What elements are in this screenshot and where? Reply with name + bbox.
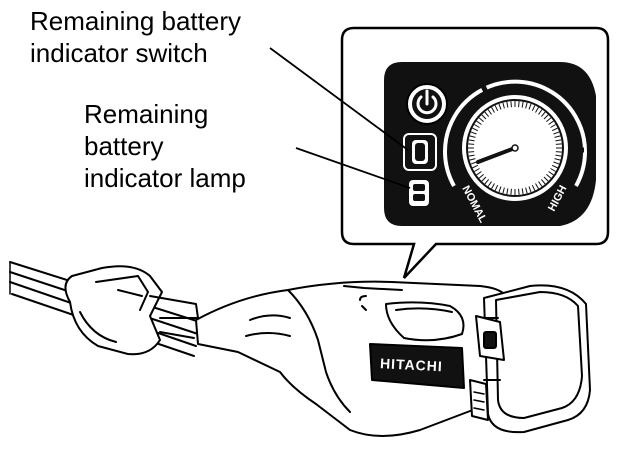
- lamp-callout: Remaining battery indicator lamp: [84, 99, 246, 193]
- dial-knurl-tick: [551, 164, 558, 169]
- dial-knurl-tick: [528, 103, 532, 110]
- dial-knurl-tick: [487, 181, 492, 187]
- switch-leader-line: [269, 47, 409, 151]
- dial-knurl-tick: [470, 161, 477, 165]
- dial-knurl-tick: [484, 111, 490, 117]
- dial-knurl-tick: [481, 114, 487, 120]
- dial-knurl-tick: [535, 183, 539, 189]
- front-handle: [64, 265, 199, 356]
- dial-knurl-tick: [498, 103, 502, 110]
- dial-knurl-tick: [553, 161, 560, 165]
- dial-knurl-tick: [548, 171, 554, 176]
- dial-knurl-tick: [518, 101, 520, 108]
- dial-knurl-tick: [531, 184, 536, 191]
- dial-knurling: [468, 101, 562, 195]
- dial-knurl-tick: [470, 131, 477, 135]
- dial-arc-tick-2: [562, 90, 572, 100]
- dial-arc-tick-1: [479, 82, 489, 94]
- dial-knurl-tick: [510, 188, 512, 195]
- dial-knurl-tick: [491, 107, 495, 113]
- dial-knurl-tick: [469, 135, 476, 138]
- dial-knurl-tick: [506, 101, 509, 108]
- dial-knurl-tick: [478, 117, 484, 123]
- dial-knurl-tick: [550, 168, 556, 172]
- dial-knurl-tick: [494, 184, 499, 191]
- lamp-label-line-3: indicator lamp: [84, 163, 246, 193]
- dial-knurl-tick: [554, 158, 561, 161]
- dial-knurl-tick: [555, 139, 562, 142]
- dial-knurl-tick: [521, 188, 524, 195]
- dial-knurl-tick: [518, 188, 520, 195]
- brand-plate: [369, 343, 465, 389]
- dial-knurl-tick: [546, 117, 552, 123]
- dial-hub: [511, 144, 519, 152]
- dial-knurl-tick: [535, 107, 539, 113]
- dial-knurl-tick: [550, 124, 556, 128]
- dial-knurl-tick: [481, 176, 487, 182]
- dial-knurl-tick: [468, 151, 475, 153]
- battery-indicator-switch[interactable]: [403, 133, 437, 171]
- dial-knurl-tick: [469, 158, 476, 161]
- dial-knurl-tick: [538, 181, 543, 187]
- dial-knurl-tick: [502, 187, 505, 194]
- switch-label-line-1: Remaining battery: [30, 6, 241, 36]
- dial-knurl-tick: [494, 105, 499, 112]
- dial-knurl-tick: [540, 179, 546, 185]
- speed-dial[interactable]: NOMAL HIGH: [443, 79, 587, 226]
- dial-knurl-tick: [551, 127, 558, 132]
- dial-knurl-tick: [531, 105, 536, 112]
- dial-knurl-tick: [528, 186, 532, 193]
- power-button[interactable]: [406, 83, 448, 125]
- dial-knurl-tick: [506, 188, 509, 195]
- dial-knurl-tick: [538, 109, 543, 115]
- dial-knurl-tick: [498, 186, 502, 193]
- lamp-label-line-2: battery: [84, 131, 164, 161]
- dial-knurl-tick: [476, 120, 482, 125]
- dial-knurl-tick: [472, 127, 479, 132]
- dial-knurl-tick: [468, 143, 475, 145]
- lamp-leader-line: [295, 147, 411, 189]
- dial-knurl-tick: [540, 111, 546, 117]
- power-icon: [416, 89, 438, 115]
- dial-knurl-tick: [555, 154, 562, 157]
- dial-knurl-tick: [525, 187, 528, 194]
- dial-inner-ring: [466, 99, 564, 197]
- dial-knurl-tick: [555, 143, 562, 145]
- dial-knurl-tick: [474, 124, 480, 128]
- battery-pack: [469, 284, 591, 434]
- dial-pointer: [476, 146, 517, 164]
- dial-knurl-tick: [553, 131, 560, 135]
- dial-knurl-tick: [510, 101, 512, 108]
- dial-knurl-tick: [476, 171, 482, 176]
- dial-knurl-tick: [546, 173, 552, 179]
- brand-logo: HITACHI: [380, 355, 443, 374]
- dial-knurl-tick: [521, 101, 524, 108]
- switch-label-line-2: indicator switch: [30, 38, 208, 68]
- dial-knurl-tick: [525, 102, 528, 109]
- dial-outer-arc: [443, 79, 587, 187]
- dial-knurl-tick: [543, 176, 549, 182]
- dial-knurl-tick: [468, 154, 475, 157]
- dial-knurl-tick: [484, 179, 490, 185]
- dial-knurl-tick: [548, 120, 554, 125]
- dial-knurl-tick: [478, 173, 484, 179]
- battery-indicator-lamp: [409, 180, 429, 206]
- dial-knurl-tick: [487, 109, 492, 115]
- dial-knurl-tick: [472, 164, 479, 169]
- dial-knurl-tick: [491, 183, 495, 189]
- dial-knurl-tick: [502, 102, 505, 109]
- dial-knurl-tick: [554, 135, 561, 138]
- lamp-label-line-1: Remaining: [84, 99, 208, 129]
- dial-knurl-tick: [468, 139, 475, 142]
- dial-knurl-tick: [474, 168, 480, 172]
- trimmer-illustration: [9, 261, 591, 437]
- switch-callout: Remaining battery indicator switch: [30, 6, 241, 68]
- dial-knurl-tick: [543, 114, 549, 120]
- dial-knurl-tick: [555, 151, 562, 153]
